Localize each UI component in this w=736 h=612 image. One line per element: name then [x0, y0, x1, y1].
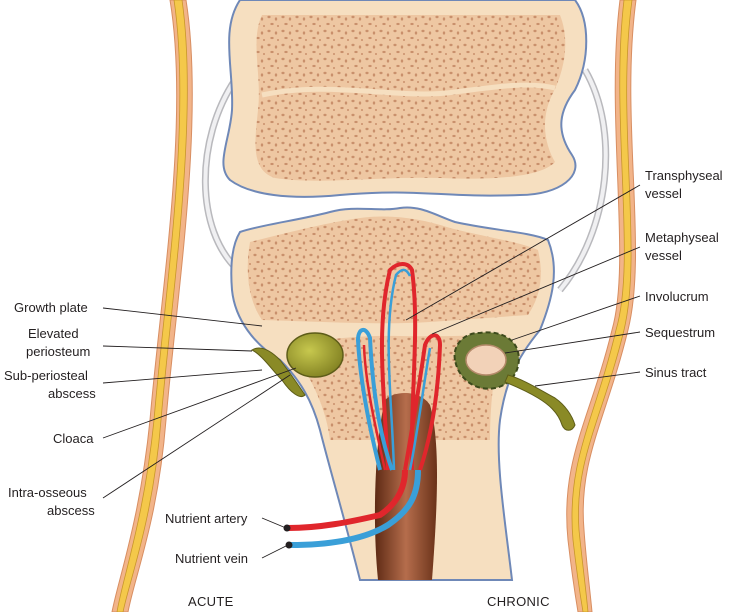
- label-growth-plate: Growth plate: [14, 300, 88, 315]
- transphyseal-vessel-loop: [379, 262, 418, 471]
- metaphyseal-vessel-loop: [403, 333, 443, 471]
- label-intraosseous-abscess-line1: Intra-osseous: [8, 485, 87, 500]
- nutrient-artery-vessel: [287, 469, 408, 531]
- sinus-tract-shape: [504, 374, 576, 431]
- chronic-lesion: [453, 331, 576, 431]
- intraosseous-abscess-shape: [286, 332, 344, 378]
- lower-bone: [230, 206, 555, 581]
- medullary-cavity: [374, 393, 437, 580]
- label-subperiosteal-abscess-line1: Sub-periosteal: [4, 368, 88, 383]
- right-skin-layer: [566, 0, 637, 612]
- caption-acute: ACUTE: [188, 594, 234, 609]
- label-metaphyseal-vessel-line1: Metaphyseal: [645, 230, 719, 245]
- label-intraosseous-abscess-line2: abscess: [47, 503, 95, 518]
- label-cloaca: Cloaca: [53, 431, 94, 446]
- joint-capsule: [201, 68, 610, 293]
- label-metaphyseal-vessel-line2: vessel: [645, 248, 682, 263]
- label-transphyseal-vessel-line1: Transphyseal: [645, 168, 723, 183]
- left-skin-layer: [111, 0, 193, 612]
- label-subperiosteal-abscess-line2: abscess: [48, 386, 96, 401]
- label-sequestrum: Sequestrum: [645, 325, 715, 340]
- label-nutrient-vein: Nutrient vein: [175, 551, 248, 566]
- label-sinus-tract: Sinus tract: [645, 365, 707, 380]
- caption-chronic: CHRONIC: [487, 594, 550, 609]
- label-nutrient-artery: Nutrient artery: [165, 511, 248, 526]
- subperiosteal-abscess: [250, 332, 344, 397]
- upper-bone: [222, 0, 588, 198]
- label-transphyseal-vessel-line2: vessel: [645, 186, 682, 201]
- leader-lines: [102, 184, 641, 559]
- label-elevated-periosteum-line1: Elevated: [28, 326, 79, 341]
- sequestrum-shape: [465, 344, 507, 376]
- label-elevated-periosteum-line2: periosteum: [26, 344, 90, 359]
- nutrient-vein-vessel: [289, 469, 421, 548]
- label-involucrum: Involucrum: [645, 289, 709, 304]
- vessels: [283, 262, 443, 549]
